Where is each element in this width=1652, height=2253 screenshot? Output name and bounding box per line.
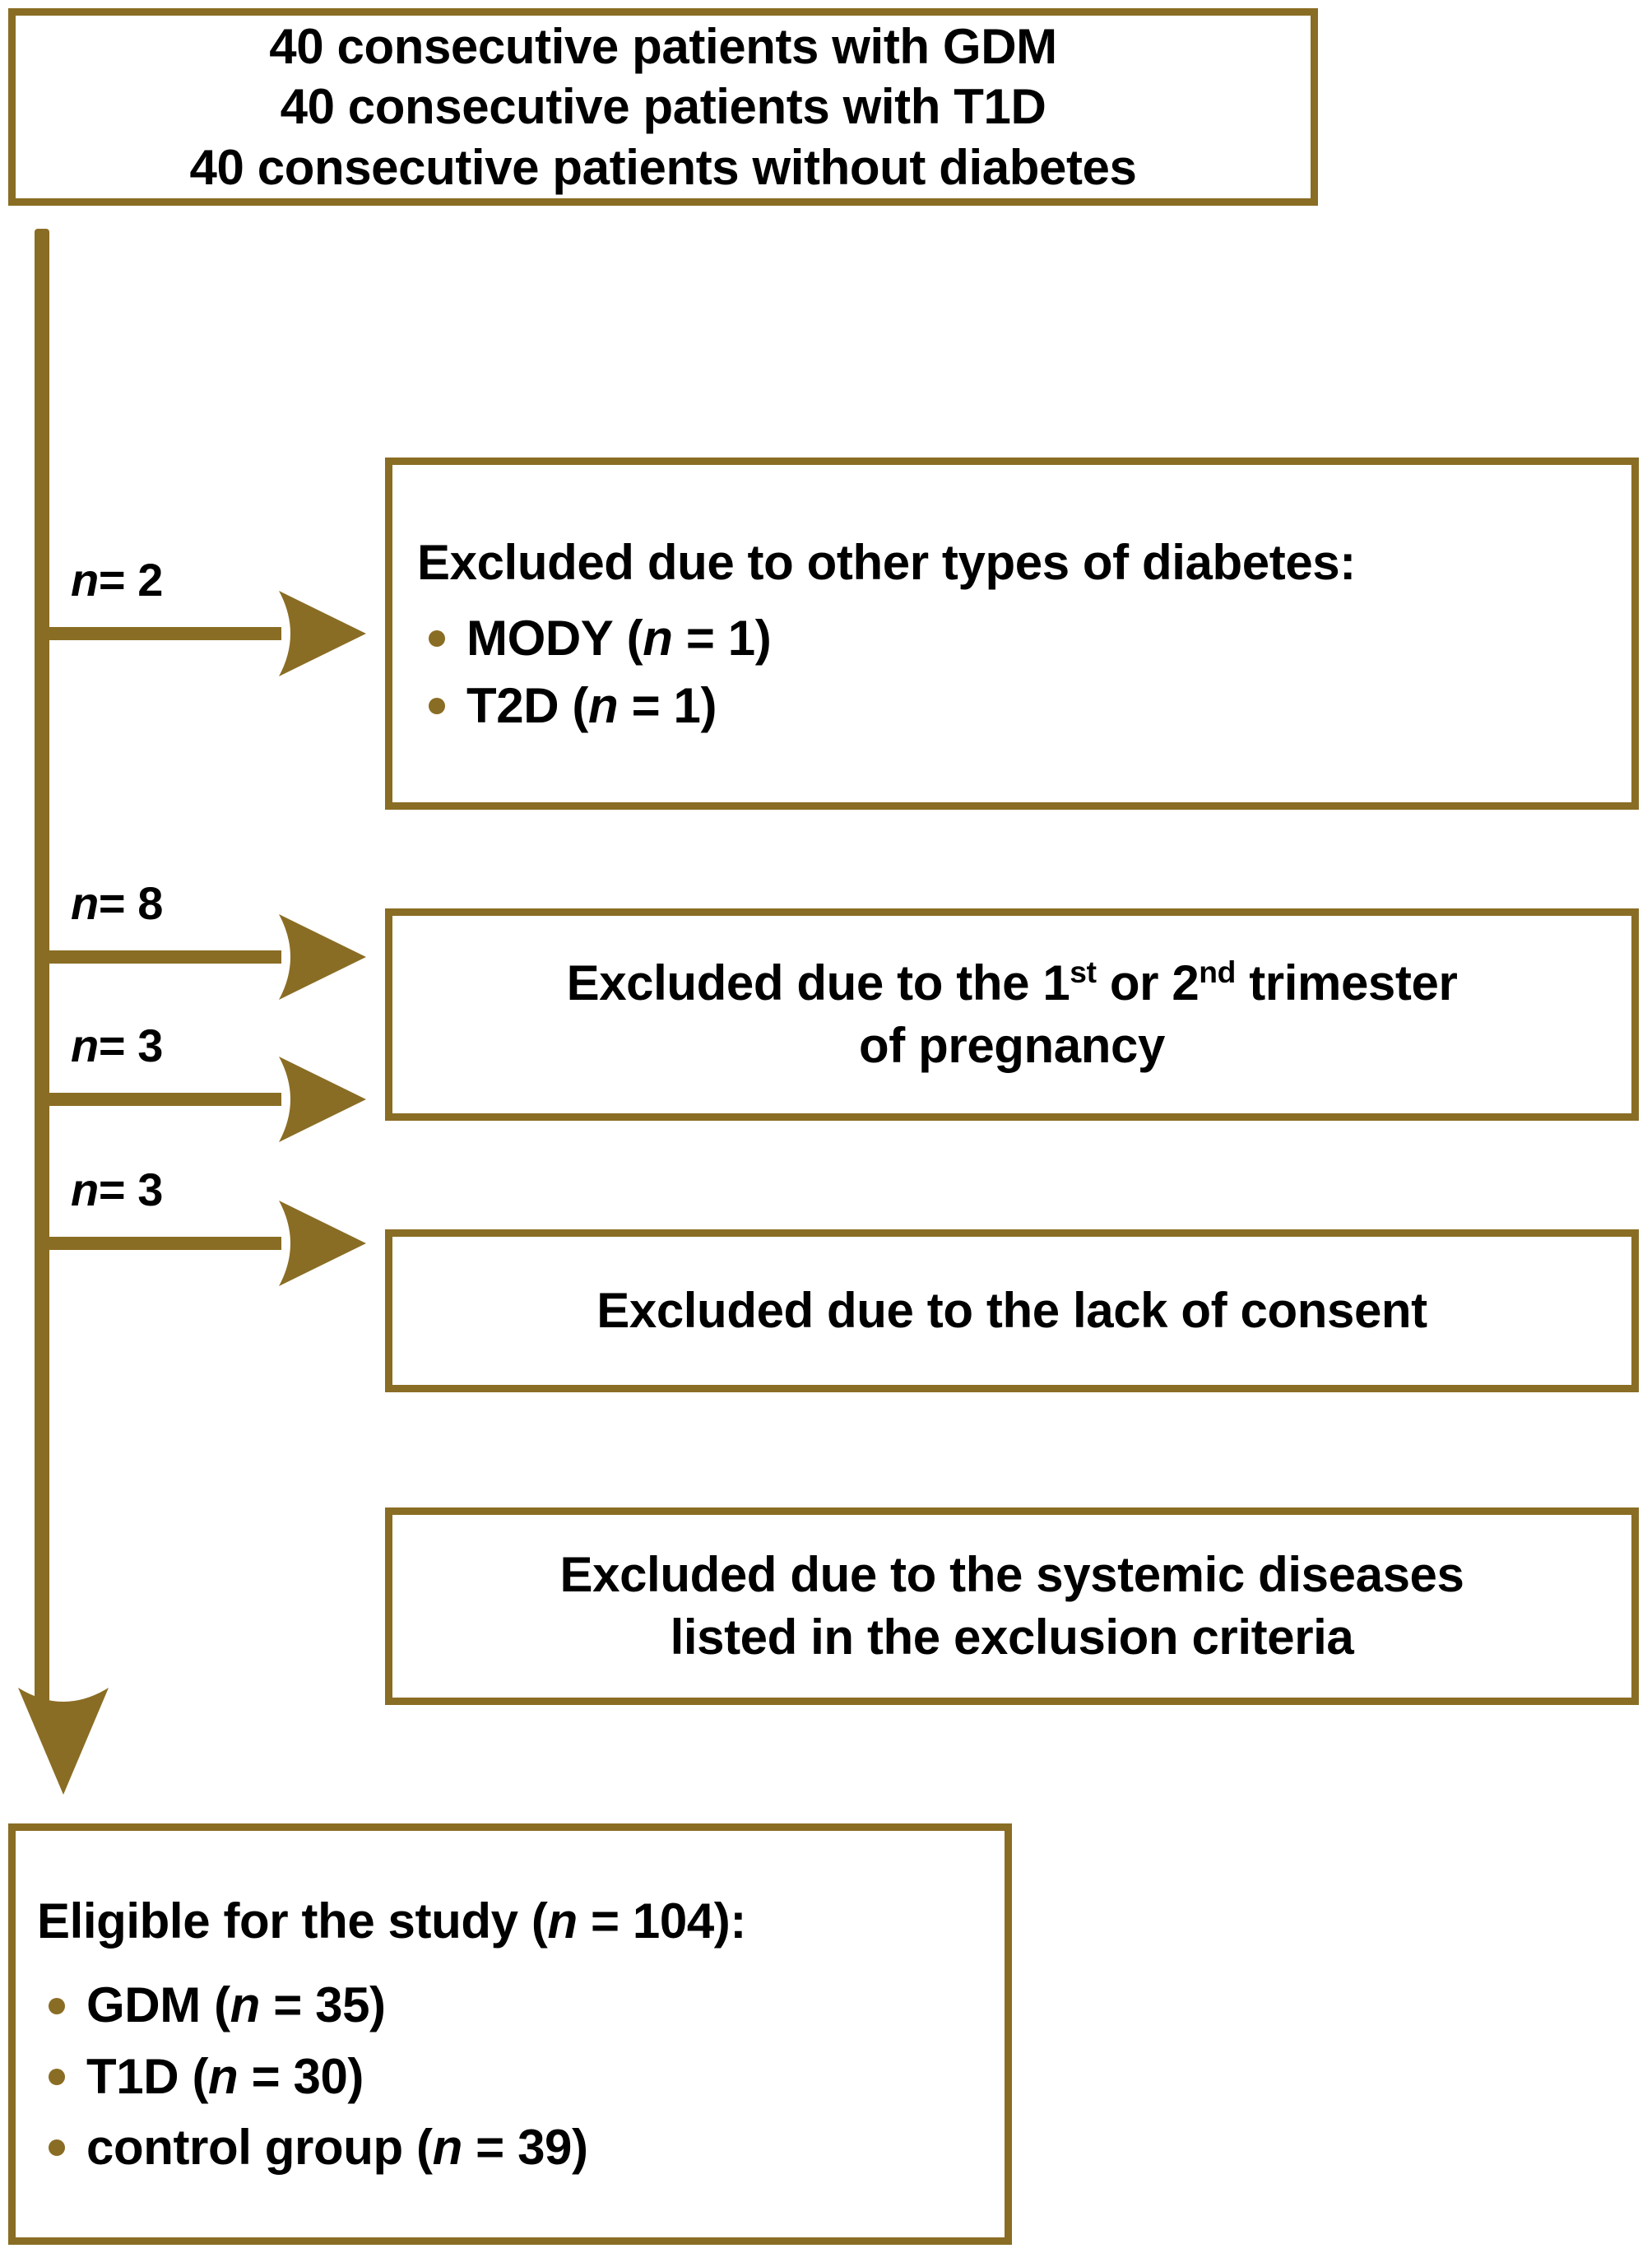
connector-line-exclusion-3	[35, 1093, 281, 1106]
exclusion-4-text: Excluded due to the systemic diseases li…	[560, 1544, 1464, 1668]
n-value-4: = 3	[98, 1164, 164, 1215]
bullet-dot-icon	[49, 2068, 65, 2085]
exclusion-box-other-diabetes: Excluded due to other types of diabetes:…	[385, 458, 1639, 810]
list-item: T2D (n = 1)	[417, 678, 1631, 734]
exclusion-1-list: MODY (n = 1) T2D (n = 1)	[417, 604, 1631, 735]
bullet-dot-icon	[49, 2139, 65, 2157]
vertical-connector-spine	[35, 229, 49, 1706]
eligible-item-2-name: control group	[86, 2120, 403, 2176]
exclusion-2-line1c: trimester	[1235, 955, 1458, 1011]
eligible-for-study-box: Eligible for the study (n = 104): GDM (n…	[8, 1823, 1012, 2245]
exclusion-4-line1: Excluded due to the systemic diseases	[559, 1547, 1464, 1603]
arrowhead-exclusion-3	[279, 1057, 366, 1142]
n-label-exclusion-2: n= 8	[71, 876, 163, 930]
n-symbol-1: n	[71, 554, 99, 606]
exclusion-3-text: Excluded due to the lack of consent	[596, 1283, 1427, 1339]
connector-line-exclusion-1	[35, 627, 281, 640]
n-symbol-3: n	[71, 1020, 99, 1071]
n-value-2: = 8	[98, 877, 164, 929]
exclusion-2-line1a: Excluded due to the 1	[566, 955, 1070, 1011]
exclusion-4-line2: listed in the exclusion criteria	[670, 1610, 1354, 1665]
eligible-heading-a: Eligible for the study (	[37, 1893, 548, 1949]
enrolled-line-1: 40 consecutive patients with GDM	[269, 19, 1057, 75]
n-symbol-2: n	[71, 877, 99, 929]
n-symbol-4: n	[71, 1164, 99, 1215]
eligible-item-1-name: T1D	[86, 2048, 179, 2104]
eligible-item-0-name: GDM	[86, 1977, 201, 2033]
enrolled-line-2: 40 consecutive patients with T1D	[280, 79, 1046, 135]
list-item: control group (n = 39)	[37, 2120, 1005, 2176]
exclusion-box-consent: Excluded due to the lack of consent	[385, 1229, 1639, 1392]
exclusion-box-systemic-diseases: Excluded due to the systemic diseases li…	[385, 1507, 1639, 1705]
exclusion-2-sup-st: st	[1070, 955, 1097, 990]
arrowhead-exclusion-1	[279, 591, 366, 676]
list-item: GDM (n = 35)	[37, 1977, 1005, 2033]
n-label-exclusion-4: n= 3	[71, 1163, 163, 1216]
arrowhead-exclusion-4	[279, 1201, 366, 1286]
exclusion-2-text: Excluded due to the 1st or 2nd trimester…	[567, 952, 1458, 1076]
n-label-exclusion-3: n= 3	[71, 1019, 163, 1072]
list-item: MODY (n = 1)	[417, 611, 1631, 667]
exclusion-1-item-0-name: MODY	[466, 610, 614, 666]
n-symbol: n	[432, 2120, 463, 2176]
n-symbol: n	[588, 678, 619, 733]
n-symbol: n	[230, 1977, 261, 2033]
n-value-1: = 2	[98, 554, 164, 606]
eligible-item-0-paren: (	[214, 1977, 230, 2033]
connector-line-exclusion-2	[35, 950, 281, 964]
arrowhead-exclusion-2	[279, 914, 366, 1000]
exclusion-2-line1b: or 2	[1096, 955, 1200, 1011]
arrowhead-to-eligible	[18, 1688, 109, 1795]
exclusion-2-sup-nd: nd	[1199, 955, 1236, 990]
exclusion-1-item-0-count: = 1)	[685, 610, 772, 666]
list-item: T1D (n = 30)	[37, 2049, 1005, 2105]
enrolled-line-3: 40 consecutive patients without diabetes	[189, 139, 1137, 195]
n-symbol: n	[547, 1893, 578, 1949]
n-symbol: n	[208, 2048, 239, 2104]
eligible-heading-b: = 104):	[577, 1893, 746, 1949]
exclusion-box-trimester: Excluded due to the 1st or 2nd trimester…	[385, 908, 1639, 1121]
eligible-item-2-paren: (	[416, 2120, 433, 2176]
exclusion-1-item-1-count: = 1)	[631, 678, 717, 733]
exclusion-1-heading: Excluded due to other types of diabetes:	[417, 534, 1356, 590]
enrolled-patients-box: 40 consecutive patients with GDM 40 cons…	[8, 8, 1318, 206]
eligible-item-1-count: = 30)	[238, 2048, 364, 2104]
n-label-exclusion-1: n= 2	[71, 553, 163, 606]
eligible-item-1-paren: (	[192, 2048, 209, 2104]
exclusion-1-item-1-name: T2D	[466, 678, 559, 733]
eligible-item-0-count: = 35)	[259, 1977, 386, 2033]
bullet-dot-icon	[49, 1997, 65, 2014]
exclusion-2-line2: of pregnancy	[859, 1018, 1165, 1073]
eligible-heading: Eligible for the study (n = 104):	[37, 1892, 1005, 1951]
eligible-group-list: GDM (n = 35) T1D (n = 30) control group …	[37, 1963, 1005, 2176]
eligible-item-2-count: = 39)	[462, 2120, 588, 2176]
connector-line-exclusion-4	[35, 1237, 281, 1250]
n-symbol: n	[643, 610, 673, 666]
bullet-dot-icon	[429, 629, 445, 647]
bullet-dot-icon	[429, 698, 445, 715]
n-value-3: = 3	[98, 1020, 164, 1071]
